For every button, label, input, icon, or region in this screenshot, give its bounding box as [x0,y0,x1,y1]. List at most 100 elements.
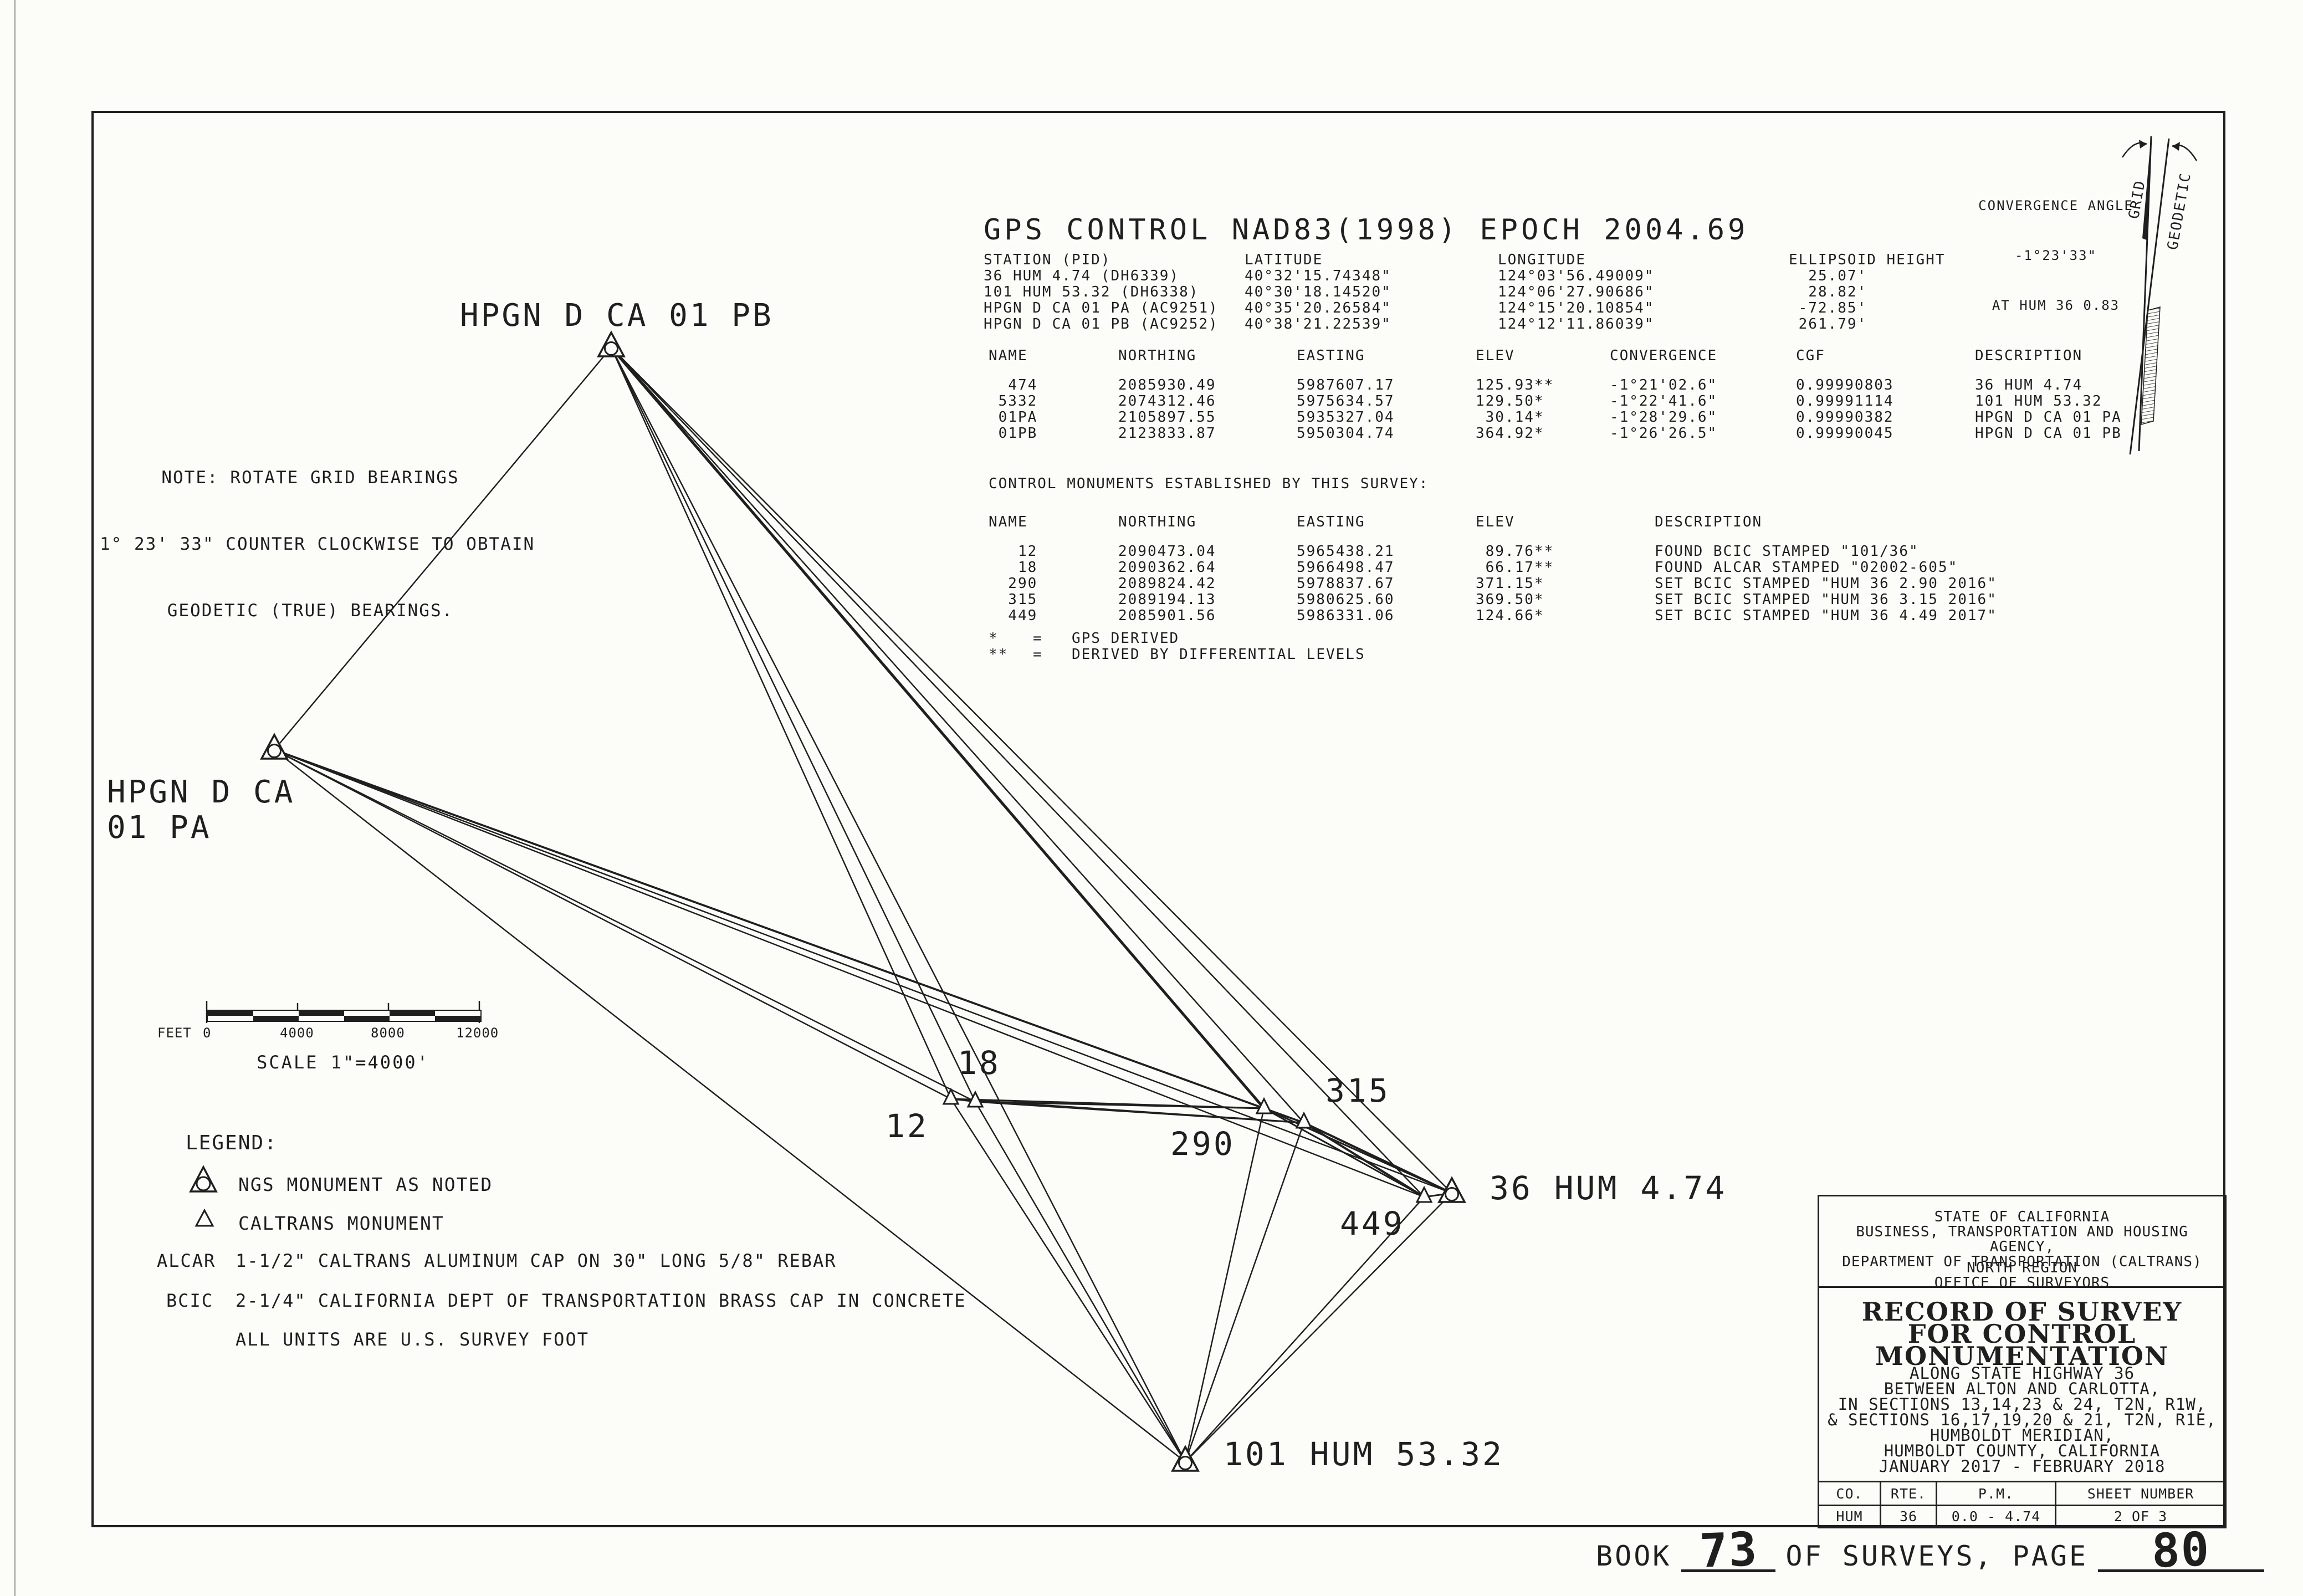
caltrans-monument-icon [195,1208,214,1227]
table-cell: 101 HUM 53.32 [1975,393,2102,410]
table-cell: NAME [989,514,1028,530]
table-cell: = [1033,630,1043,647]
legend-units-note: ALL UNITS ARE U.S. SURVEY FOOT [236,1329,589,1350]
scale-bar-segment [253,1011,299,1016]
scale-tick-0: 0 [203,1025,212,1041]
table-cell: HPGN D CA 01 PA (AC9251) [984,300,1219,316]
table-cell: 0.99990382 [1796,409,1894,426]
baseline-pb-s315 [611,347,1304,1123]
table-cell: 5980625.60 [1297,591,1395,608]
ngs-monument-icon [189,1165,218,1193]
table-cell: ELEV [1476,514,1515,530]
table-cell: 2090362.64 [1118,559,1216,576]
station-s18-symbol [966,1090,984,1108]
region-line: OFFICE OF SURVEYORS [1934,1275,2110,1291]
table-cell: 01PA [989,409,1038,426]
rotation-note-line: GEODETIC (TRUE) BEARINGS. [167,601,454,621]
grid-north-arrow [2142,141,2151,241]
book-number-blank: 73 [1681,1522,1776,1578]
station-s36-symbol [1437,1176,1466,1203]
legend-ngs-text: NGS MONUMENT AS NOTED [238,1174,493,1195]
scale-bar-segment [208,1016,253,1021]
table-cell: FOUND BCIC STAMPED "101/36" [1655,543,1919,560]
station-pb-symbol [597,330,626,357]
agency-line: BUSINESS, TRANSPORTATION AND HOUSING AGE… [1856,1224,2188,1255]
legend-caltrans-text: CALTRANS MONUMENT [238,1213,444,1234]
baseline-s101-s290 [1184,1108,1265,1462]
location-line: & SECTIONS 16,17,19,20 & 21, T2N, R1E, [1828,1410,2217,1429]
station-s290-symbol [1255,1097,1273,1114]
location-line: HUMBOLDT MERIDIAN, [1930,1426,2115,1445]
geodetic-north-arrow [2141,306,2161,425]
baseline-s315-s449 [1303,1122,1425,1198]
table-cell: EASTING [1297,514,1365,530]
scale-bar-segment [299,1016,344,1021]
station-s315-label: 315 [1325,1072,1390,1109]
baseline-s101-s36 [1185,1193,1452,1462]
info-table-header: SHEET NUMBER [2087,1485,2194,1502]
info-table-header: RTE. [1881,1482,1937,1505]
table-cell: EASTING [1297,347,1365,364]
baseline-pb-s290 [610,346,1265,1109]
table-cell: 0.99991114 [1796,393,1894,410]
baseline-pb-s449 [611,347,1425,1198]
table-cell: 364.92* [1476,425,1544,442]
baseline-s290-s449 [1263,1107,1425,1198]
page-label: OF SURVEYS, PAGE [1785,1540,2089,1572]
table-cell: DESCRIPTION [1975,347,2083,364]
baseline-s101-s18 [974,1101,1186,1462]
table-cell: 369.50* [1476,591,1544,608]
table-cell: 36 HUM 4.74 [1975,377,2083,393]
table-cell: 125.93** [1476,377,1554,393]
table-cell: STATION (PID) [984,252,1111,268]
table-cell: 449 [989,607,1038,624]
table-row: **=DERIVED BY DIFFERENTIAL LEVELS [989,646,1570,663]
table-cell: 12 [989,543,1038,560]
table-cell: 101 HUM 53.32 (DH6338) [984,284,1199,300]
table-cell: 66.17** [1476,559,1554,576]
table-cell: 5332 [989,393,1038,410]
table-cell: 36 HUM 4.74 (DH6339) [984,268,1180,284]
baseline-pa-s36 [274,749,1452,1194]
table-cell: 2123833.87 [1118,425,1216,442]
table-cell: 261.79' [1789,316,1867,332]
scale-bar-segment [344,1016,390,1021]
table-cell: LONGITUDE [1498,252,1586,268]
table-cell: 124°12'11.86039" [1498,316,1655,332]
table-cell: 124°03'56.49009" [1498,268,1655,284]
baseline-s101-s449 [1185,1196,1425,1462]
agency-line: STATE OF CALIFORNIA [1934,1209,2110,1225]
station-pa-symbol [260,733,289,760]
baseline-pa-s101 [274,749,1186,1462]
table-cell: 25.07' [1789,268,1867,284]
table-cell: 2089824.42 [1118,575,1216,592]
table-cell: 5978837.67 [1297,575,1395,592]
table-cell: HPGN D CA 01 PA [1975,409,2122,426]
table-cell: 18 [989,559,1038,576]
table-cell: LATITUDE [1245,252,1323,268]
table-cell: 40°38'21.22539" [1245,316,1391,332]
convergence-sketch [2121,136,2198,455]
info-table-value: 0.0 - 4.74 [1937,1506,2056,1527]
info-table-header: CO. [1819,1482,1881,1505]
table-cell: * [989,630,999,647]
table-cell: 2085930.49 [1118,377,1216,393]
table-cell: 474 [989,377,1038,393]
book-label: BOOK [1596,1540,1672,1572]
baseline-s101-s315 [1184,1122,1305,1462]
table-cell: SET BCIC STAMPED "HUM 36 3.15 2016" [1655,591,1997,608]
baseline-s101-s12 [950,1098,1186,1462]
table-cell: 371.15* [1476,575,1544,592]
table-row: 101 HUM 53.32 (DH6338)40°30'18.14520"124… [984,284,1966,300]
baseline-pa-s449 [274,749,1425,1198]
table-row: 36 HUM 4.74 (DH6339)40°32'15.74348"124°0… [984,268,1966,284]
station-s449-label: 449 [1340,1205,1405,1242]
info-table-value: 36 [1881,1506,1937,1527]
scale-bar-unit: FEET [157,1025,192,1041]
